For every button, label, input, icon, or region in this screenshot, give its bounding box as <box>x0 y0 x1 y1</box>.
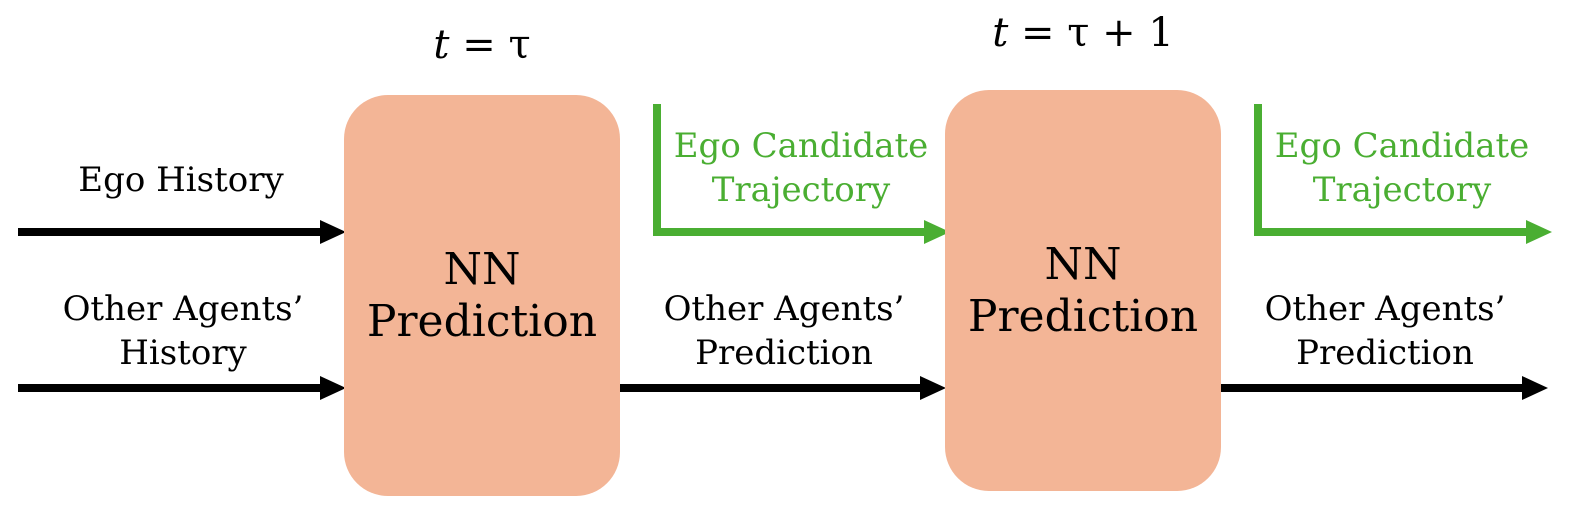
time-variable: t <box>992 10 1009 56</box>
ego-history-label: Ego History <box>78 158 283 202</box>
other-history-label: Other Agents’ History <box>63 287 304 375</box>
block-label-line1: NN <box>443 243 521 295</box>
other-history-line1: Other Agents’ <box>62 289 304 329</box>
nn-prediction-block-2: NN Prediction <box>945 90 1221 491</box>
time-equals: = <box>462 22 496 68</box>
block-label-line2: Prediction <box>366 295 598 347</box>
other-prediction-line2: Prediction <box>695 333 873 373</box>
ego-candidate-arrow-1 <box>653 104 950 244</box>
other-history-arrow <box>18 376 346 400</box>
ego-history-text: Ego History <box>78 160 284 200</box>
other-prediction-line1: Other Agents’ <box>1264 289 1506 329</box>
time-value: τ <box>508 22 531 68</box>
ego-candidate-line1: Ego Candidate <box>673 126 929 166</box>
other-prediction-arrow-2 <box>1221 376 1548 400</box>
block-label-line1: NN <box>1044 238 1122 290</box>
ego-candidate-label-1: Ego Candidate Trajectory <box>674 124 929 212</box>
other-prediction-label-2: Other Agents’ Prediction <box>1265 287 1506 375</box>
block-label-line2: Prediction <box>967 290 1199 342</box>
time-label-1: t = τ <box>433 22 530 68</box>
other-prediction-line2: Prediction <box>1296 333 1474 373</box>
ego-candidate-line2: Trajectory <box>1312 170 1492 210</box>
other-prediction-arrow-1 <box>620 376 946 400</box>
ego-candidate-line2: Trajectory <box>711 170 891 210</box>
time-value: τ + 1 <box>1067 10 1174 56</box>
ego-candidate-arrow-2 <box>1254 104 1552 244</box>
time-variable: t <box>433 22 450 68</box>
other-history-line2: History <box>119 333 247 373</box>
ego-candidate-label-2: Ego Candidate Trajectory <box>1275 124 1530 212</box>
nn-prediction-block-1: NN Prediction <box>344 95 620 496</box>
time-label-2: t = τ + 1 <box>992 10 1174 56</box>
ego-candidate-line1: Ego Candidate <box>1274 126 1530 166</box>
other-prediction-line1: Other Agents’ <box>663 289 905 329</box>
ego-history-arrow <box>18 220 346 244</box>
time-equals: = <box>1021 10 1055 56</box>
other-prediction-label-1: Other Agents’ Prediction <box>664 287 905 375</box>
